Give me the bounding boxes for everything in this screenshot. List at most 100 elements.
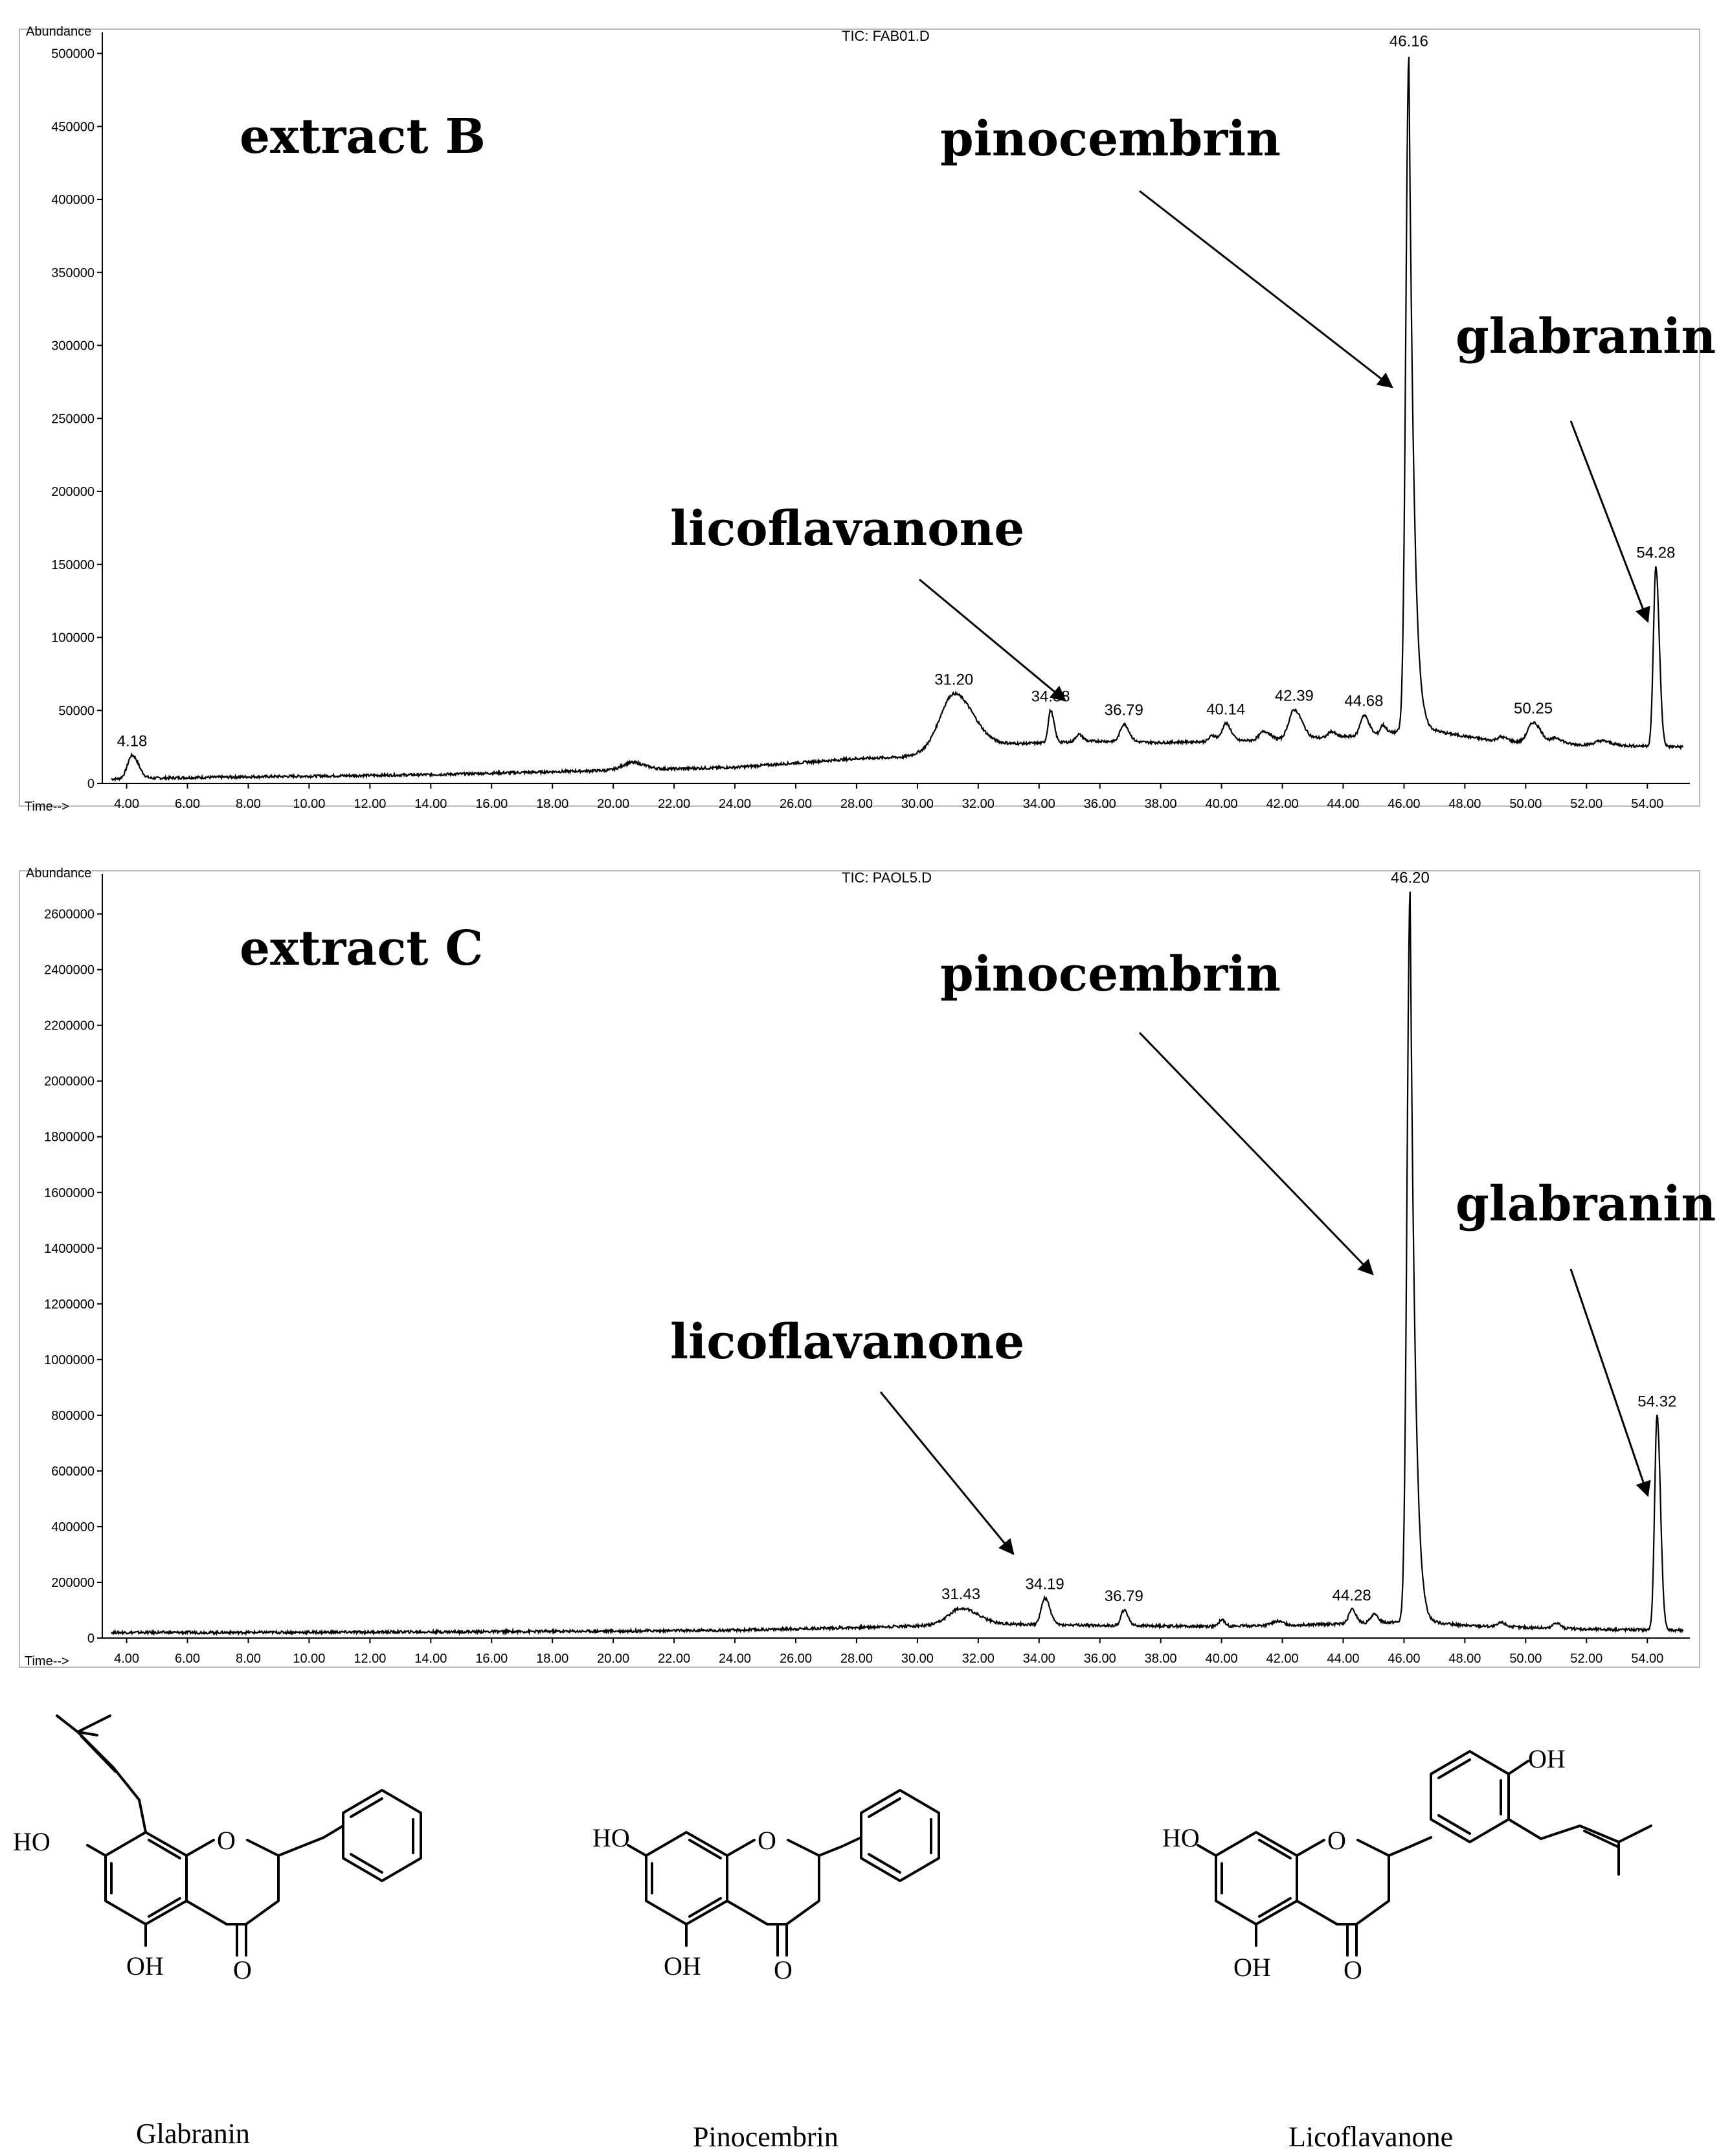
annotation-licoflavanone: licoflavanone [670, 1314, 1024, 1370]
pinocembrin-name: Pinocembrin [693, 2121, 838, 2153]
licoflavanone-oh-label: OH [1233, 1953, 1271, 1982]
x-tick-label: 18.00 [536, 1652, 568, 1666]
peak-label: 31.43 [941, 1586, 980, 1603]
annotation-pinocembrin: pinocembrin [940, 947, 1281, 1002]
extract-label: extract B [240, 109, 486, 164]
y-tick-label: 1000000 [44, 1353, 95, 1367]
panel-frame [19, 870, 1700, 1668]
x-tick-label: 20.00 [597, 797, 629, 811]
x-tick-label: 46.00 [1388, 797, 1420, 811]
peak-label: 4.18 [117, 733, 148, 750]
x-tick-label: 36.00 [1084, 797, 1116, 811]
x-tick-label: 38.00 [1145, 797, 1177, 811]
y-tick-label: 2200000 [44, 1019, 95, 1033]
peak-label: 54.32 [1637, 1393, 1676, 1410]
x-tick-label: 42.00 [1266, 797, 1299, 811]
x-tick-label: 24.00 [719, 1652, 751, 1666]
x-tick-label: 52.00 [1570, 797, 1603, 811]
x-tick-label: 6.00 [175, 797, 200, 811]
x-tick-label: 12.00 [354, 797, 386, 811]
annotation-arrow-licoflavanone [919, 578, 1066, 702]
x-tick-label: 44.00 [1327, 797, 1359, 811]
glabranin-name: Glabranin [136, 2118, 250, 2150]
x-tick-label: 30.00 [901, 1652, 934, 1666]
x-tick-label: 8.00 [236, 797, 261, 811]
chart-title: TIC: FAB01.D [842, 28, 930, 44]
y-tick-label: 400000 [51, 1520, 95, 1534]
x-tick-label: 48.00 [1448, 1652, 1481, 1666]
x-axis-label: Time--> [25, 800, 69, 814]
x-tick-label: 22.00 [658, 797, 690, 811]
annotation-glabranin: glabranin [1456, 309, 1716, 365]
x-tick-label: 12.00 [354, 1652, 386, 1666]
x-tick-label: 24.00 [719, 797, 751, 811]
x-tick-label: 4.00 [114, 1652, 139, 1666]
peak-label: 42.39 [1275, 687, 1314, 704]
x-tick-label: 10.00 [293, 1652, 325, 1666]
tic-trace [111, 56, 1684, 782]
y-tick-label: 1200000 [44, 1297, 95, 1312]
x-tick-label: 42.00 [1266, 1652, 1299, 1666]
pinocembrin-structure: HO OH O O Pinocembrin [592, 1789, 940, 2153]
y-tick-label: 300000 [51, 339, 95, 354]
licoflavanone-structure: HO OH OH O O Licoflavanone [1162, 1744, 1652, 2153]
x-tick-label: 54.00 [1631, 797, 1663, 811]
licoflavanone-oh-top-label: OH [1528, 1744, 1566, 1773]
x-tick-label: 20.00 [597, 1652, 629, 1666]
annotation-pinocembrin: pinocembrin [940, 111, 1281, 167]
y-tick-label: 0 [87, 777, 95, 791]
x-tick-label: 40.00 [1206, 1652, 1238, 1666]
y-tick-label: 800000 [51, 1409, 95, 1423]
y-tick-label: 0 [87, 1632, 95, 1646]
x-tick-label: 28.00 [840, 797, 873, 811]
glabranin-ring-o-label: O [217, 1826, 236, 1855]
glabranin-structure: HO OH O O Glabranin [13, 1714, 422, 2150]
y-tick-label: 1600000 [44, 1186, 95, 1200]
x-tick-label: 50.00 [1509, 797, 1542, 811]
x-tick-label: 6.00 [175, 1652, 200, 1666]
x-tick-label: 4.00 [114, 797, 139, 811]
y-tick-label: 600000 [51, 1465, 95, 1479]
x-tick-label: 50.00 [1509, 1652, 1542, 1666]
pinocembrin-oh-label: OH [664, 1951, 701, 1981]
y-tick-label: 200000 [51, 1576, 95, 1590]
y-axis-label: Abundance [26, 25, 91, 39]
x-tick-label: 14.00 [414, 797, 447, 811]
pinocembrin-keto-o-label: O [774, 1955, 793, 1984]
x-tick-label: 54.00 [1631, 1652, 1663, 1666]
x-tick-label: 44.00 [1327, 1652, 1359, 1666]
peak-label: 46.20 [1391, 870, 1430, 887]
peak-label: 44.68 [1344, 693, 1383, 710]
x-tick-label: 46.00 [1388, 1652, 1420, 1666]
x-tick-label: 10.00 [293, 797, 325, 811]
annotation-licoflavanone: licoflavanone [670, 501, 1024, 557]
x-tick-label: 40.00 [1206, 797, 1238, 811]
x-tick-label: 34.00 [1023, 797, 1055, 811]
x-tick-label: 28.00 [840, 1652, 873, 1666]
panel-frame [19, 28, 1700, 807]
y-tick-label: 150000 [51, 558, 95, 572]
peak-label: 54.28 [1636, 544, 1675, 561]
x-tick-label: 8.00 [236, 1652, 261, 1666]
glabranin-oh-label: OH [126, 1951, 164, 1981]
y-tick-label: 250000 [51, 412, 95, 426]
chart-title: TIC: PAOL5.D [842, 870, 932, 886]
y-tick-label: 2600000 [44, 908, 95, 922]
peak-label: 31.20 [934, 671, 973, 689]
y-tick-label: 350000 [51, 266, 95, 280]
x-tick-label: 52.00 [1570, 1652, 1603, 1666]
x-tick-label: 16.00 [475, 1652, 508, 1666]
x-tick-label: 48.00 [1448, 797, 1481, 811]
x-tick-label: 16.00 [475, 797, 508, 811]
x-tick-label: 32.00 [962, 1652, 995, 1666]
peak-label: 36.79 [1105, 1588, 1143, 1605]
tic-trace [111, 892, 1684, 1636]
peak-label: 40.14 [1206, 701, 1245, 718]
y-tick-label: 450000 [51, 120, 95, 134]
extract-label: extract C [240, 921, 483, 976]
pinocembrin-ho-label: HO [592, 1823, 630, 1852]
x-axis-label: Time--> [25, 1654, 69, 1668]
x-tick-label: 26.00 [780, 1652, 812, 1666]
